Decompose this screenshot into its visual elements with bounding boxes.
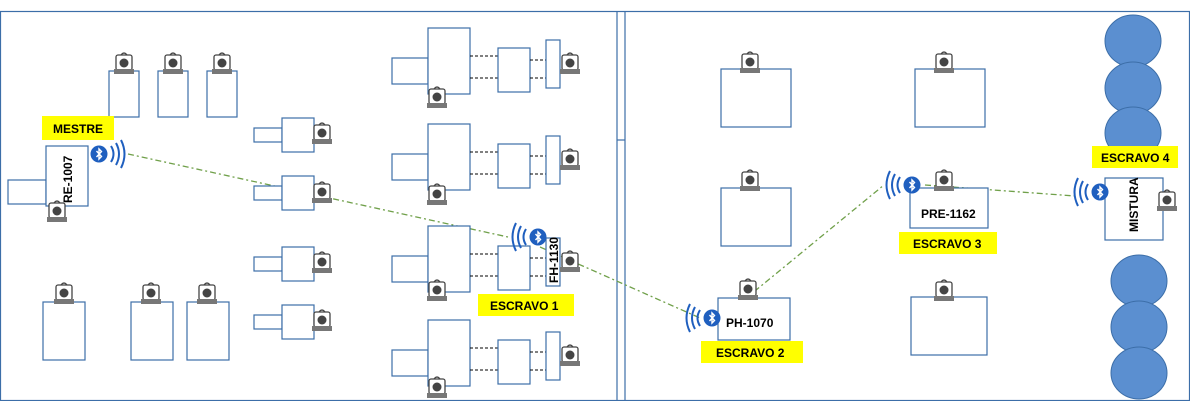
operator-icon bbox=[426, 86, 448, 109]
operator-icon bbox=[426, 376, 448, 399]
link-escravo3-escravo4 bbox=[924, 184, 1076, 197]
operator-icon bbox=[311, 122, 333, 145]
escravo3-label: ESCRAVO 3 bbox=[913, 237, 982, 251]
workbench bbox=[253, 304, 315, 340]
machine-label-fh1130: FH-1130 bbox=[547, 237, 561, 283]
production-line bbox=[391, 123, 561, 191]
production-line bbox=[391, 319, 561, 387]
operator-icon bbox=[196, 282, 218, 305]
operator-icon bbox=[933, 51, 955, 74]
operator-icon bbox=[1156, 189, 1178, 212]
tank-icon bbox=[1110, 254, 1168, 308]
tank-icon bbox=[1104, 14, 1162, 68]
operator-icon bbox=[426, 279, 448, 302]
operator-icon bbox=[140, 282, 162, 305]
tank-icon bbox=[1104, 61, 1162, 115]
machine-label-re1007: RE-1007 bbox=[61, 155, 75, 203]
production-line bbox=[391, 27, 561, 95]
bluetooth-wireless-icon bbox=[89, 139, 126, 169]
operator-icon bbox=[559, 52, 581, 75]
machine-label-mistura: MISTURA bbox=[1127, 177, 1141, 232]
escravo4-label-bg bbox=[1092, 146, 1178, 168]
small-tables-bottom bbox=[42, 301, 230, 361]
operator-icon bbox=[211, 52, 233, 75]
operator-icon bbox=[739, 169, 761, 192]
operator-icon bbox=[53, 282, 75, 305]
escravo3-label-bg bbox=[899, 232, 997, 254]
escravo2-label: ESCRAVO 2 bbox=[716, 346, 785, 360]
mestre-label: MESTRE bbox=[53, 122, 103, 136]
operator-icon bbox=[737, 278, 759, 301]
machine-label-pre1162: PRE-1162 bbox=[921, 207, 976, 221]
machine-label-ph1070: PH-1070 bbox=[726, 316, 774, 330]
operator-icon bbox=[311, 181, 333, 204]
operator-icon bbox=[559, 344, 581, 367]
machine-re1007: RE-1007 bbox=[7, 145, 89, 207]
operator-icon bbox=[162, 52, 184, 75]
operator-icon bbox=[311, 251, 333, 274]
workbench bbox=[253, 117, 315, 153]
escravo1-label: ESCRAVO 1 bbox=[490, 299, 559, 313]
operator-icon bbox=[559, 250, 581, 273]
bluetooth-wireless-icon bbox=[1073, 177, 1110, 207]
link-mestre-escravo1 bbox=[127, 153, 509, 238]
mestre-label-bg bbox=[42, 116, 114, 140]
operator-icon bbox=[559, 148, 581, 171]
workbench bbox=[253, 175, 315, 211]
operator-icon bbox=[933, 279, 955, 302]
operator-icon bbox=[739, 51, 761, 74]
right-tables bbox=[717, 68, 1164, 356]
escravo1-label-bg bbox=[478, 294, 574, 316]
small-tables-top bbox=[108, 70, 238, 118]
operator-icon bbox=[113, 52, 135, 75]
operator-icon bbox=[933, 169, 955, 192]
operator-icon bbox=[426, 183, 448, 206]
operator-icon bbox=[46, 200, 68, 223]
escravo4-label: ESCRAVO 4 bbox=[1101, 151, 1170, 165]
tank-icon bbox=[1110, 346, 1168, 400]
operator-icon bbox=[311, 309, 333, 332]
escravo2-label-bg bbox=[701, 341, 803, 363]
bluetooth-wireless-icon bbox=[685, 303, 722, 333]
tank-icon bbox=[1110, 300, 1168, 354]
workbench bbox=[253, 246, 315, 282]
